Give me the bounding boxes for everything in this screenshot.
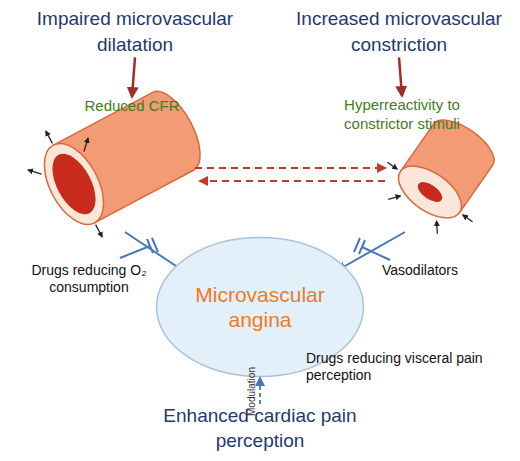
text-node: Reduced CFR: [62, 97, 202, 116]
dilated-vessel: [16, 69, 219, 253]
inhibition-line: [354, 238, 390, 260]
dashed-arrow: [200, 180, 385, 182]
node-text: Enhanced cardiac pain perception: [120, 404, 400, 453]
node-text: Microvascular angina: [155, 282, 365, 332]
node-text: Impaired microvascular dilatation: [12, 6, 258, 57]
note-label: Drugs reducing visceral pain perception: [306, 350, 486, 384]
note-label: Drugs reducing O₂ consumption: [24, 262, 154, 296]
edge-label: Modulation: [245, 367, 256, 416]
node-text: Reduced CFR: [62, 97, 202, 116]
dashed-arrow: [195, 167, 385, 169]
connector-arrow: [259, 378, 261, 404]
connector-arrow: [399, 57, 402, 96]
text-node: Enhanced cardiac pain perception: [120, 404, 400, 453]
node-text: Increased microvascular constriction: [282, 6, 516, 57]
text-node: Hyperreactivity to constrictor stimuli: [322, 96, 482, 134]
text-node: Impaired microvascular dilatation: [12, 6, 258, 57]
note-label: Vasodilators: [382, 262, 482, 279]
inhibition-line: [120, 238, 158, 258]
node-text: Hyperreactivity to constrictor stimuli: [322, 96, 482, 134]
connector-arrow: [132, 57, 135, 97]
text-node: Increased microvascular constriction: [282, 6, 516, 57]
